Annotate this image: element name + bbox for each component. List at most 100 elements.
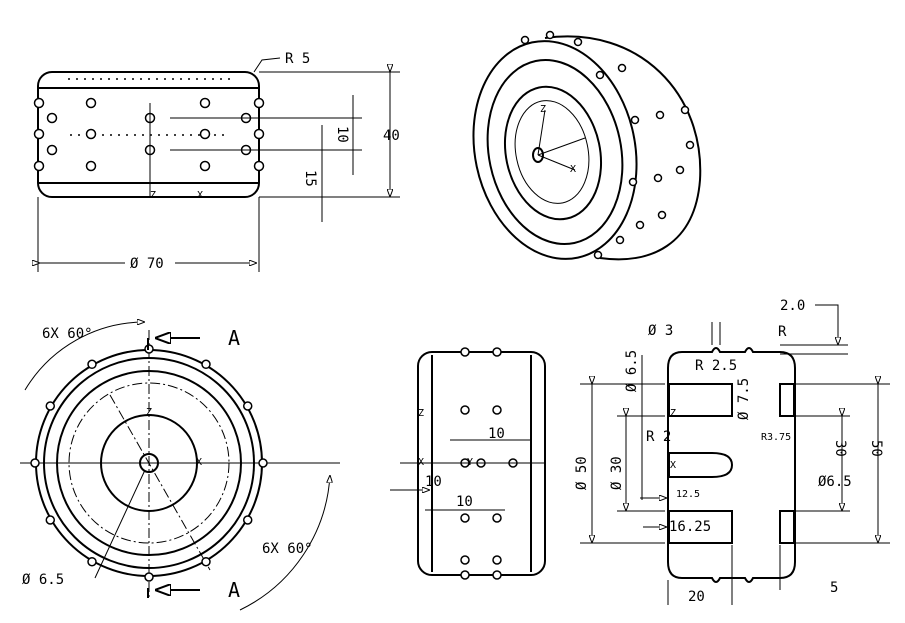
hole [460,405,470,415]
hole [33,97,45,109]
isometric-bumps [520,30,695,260]
bump [87,556,97,567]
front-view-bumps [30,344,268,582]
front-axis-x: X [196,457,202,468]
section-a-bottom: A [228,578,240,602]
hole [199,97,211,109]
bump [45,515,56,525]
pin-r-label: R [778,324,787,340]
r2-label: R 2 [646,429,671,445]
height-label: 40 [383,128,400,144]
pattern-bottom-label: 6X 60° [262,541,313,557]
section-axis-z: Z [670,408,676,419]
isometric-view: X Z [472,30,702,261]
spacing-label: 10 [334,126,350,143]
hole [46,144,58,156]
front-axis-z: Z [146,407,152,418]
width-5-label: 5 [830,580,838,596]
groove-dia-label: Ø 7.5 [736,378,752,420]
width-20-label: 20 [688,589,705,605]
hole [253,160,265,172]
bump [595,70,605,80]
bump [675,165,685,175]
hole [460,347,470,357]
inner-dia-right: 30 [832,440,848,457]
outer-dia-right: 50 [868,440,884,457]
bump [573,37,583,47]
bump [242,515,253,525]
axis-x-label: X [197,190,203,201]
side-axis-x: X [418,457,424,468]
hole [253,128,265,140]
hole [199,128,211,140]
section-a-top: A [228,326,240,350]
r375-label: R3.75 [761,432,791,443]
bump [617,63,627,73]
top-view: R 5 40 10 15 Ø 70 Z X [33,51,400,272]
side-view: 10 10 10 Z X Y [390,347,546,580]
bump [628,177,638,187]
corner-r-label: R 2.5 [695,358,737,374]
bump [680,105,690,115]
bump [655,110,665,120]
hole [492,570,502,580]
radius-label: R 5 [285,51,310,67]
front-view: 6X 60° 6X 60° A A Ø 6.5 Z X [20,322,340,611]
iso-axis-x: X [570,164,576,175]
hole [85,97,97,109]
hole [460,570,470,580]
bump [258,458,268,468]
bump [653,173,663,183]
side-axis-y: Y [467,457,473,468]
hole [492,405,502,415]
top-view-holes [33,97,265,172]
depth-125-label: 12.5 [676,489,700,500]
offset-label: 15 [302,170,318,187]
side-dim-a: 10 [425,474,442,490]
pin-dia-label: Ø 3 [648,323,673,339]
bump [520,35,530,45]
side-dim-b: 10 [456,494,473,510]
bump [45,401,56,411]
bump [657,210,667,220]
right-65-label: Ø6.5 [818,474,852,490]
hole [460,555,470,565]
bump [593,250,603,260]
hole [33,128,45,140]
iso-axis-z: Z [540,104,546,115]
hole [492,347,502,357]
side-view-holes [460,347,518,580]
bump-height-label: 2.0 [780,298,805,314]
section-view: Ø 3 R 2.0 R 2.5 Ø 6.5 Ø 7.5 Ø 50 Ø 30 R … [574,298,890,605]
axis-z-label: Z [150,190,156,201]
hole [85,160,97,172]
hole [492,555,502,565]
inner-dia-left: Ø 30 [609,456,625,490]
hole [46,112,58,124]
bump [87,359,97,370]
hole [253,97,265,109]
bump [201,359,211,370]
bore-dia-label: Ø 6.5 [624,350,640,392]
bump [144,572,154,582]
hole [460,513,470,523]
outer-dia-left: Ø 50 [574,456,590,490]
hole [492,513,502,523]
bump [30,458,40,468]
pattern-top-label: 6X 60° [42,326,93,342]
bump [201,556,211,567]
diameter-label: Ø 70 [130,256,164,272]
depth-1625-label: 16.25 [669,519,711,535]
bump [635,220,645,230]
hole-dia-label: Ø 6.5 [22,572,64,588]
hole [85,128,97,140]
bump [615,235,625,245]
section-axis-x: X [670,460,676,471]
hole [33,160,45,172]
bump [545,30,555,40]
bump [242,401,253,411]
bump [685,140,695,150]
side-axis-z: Z [418,408,424,419]
